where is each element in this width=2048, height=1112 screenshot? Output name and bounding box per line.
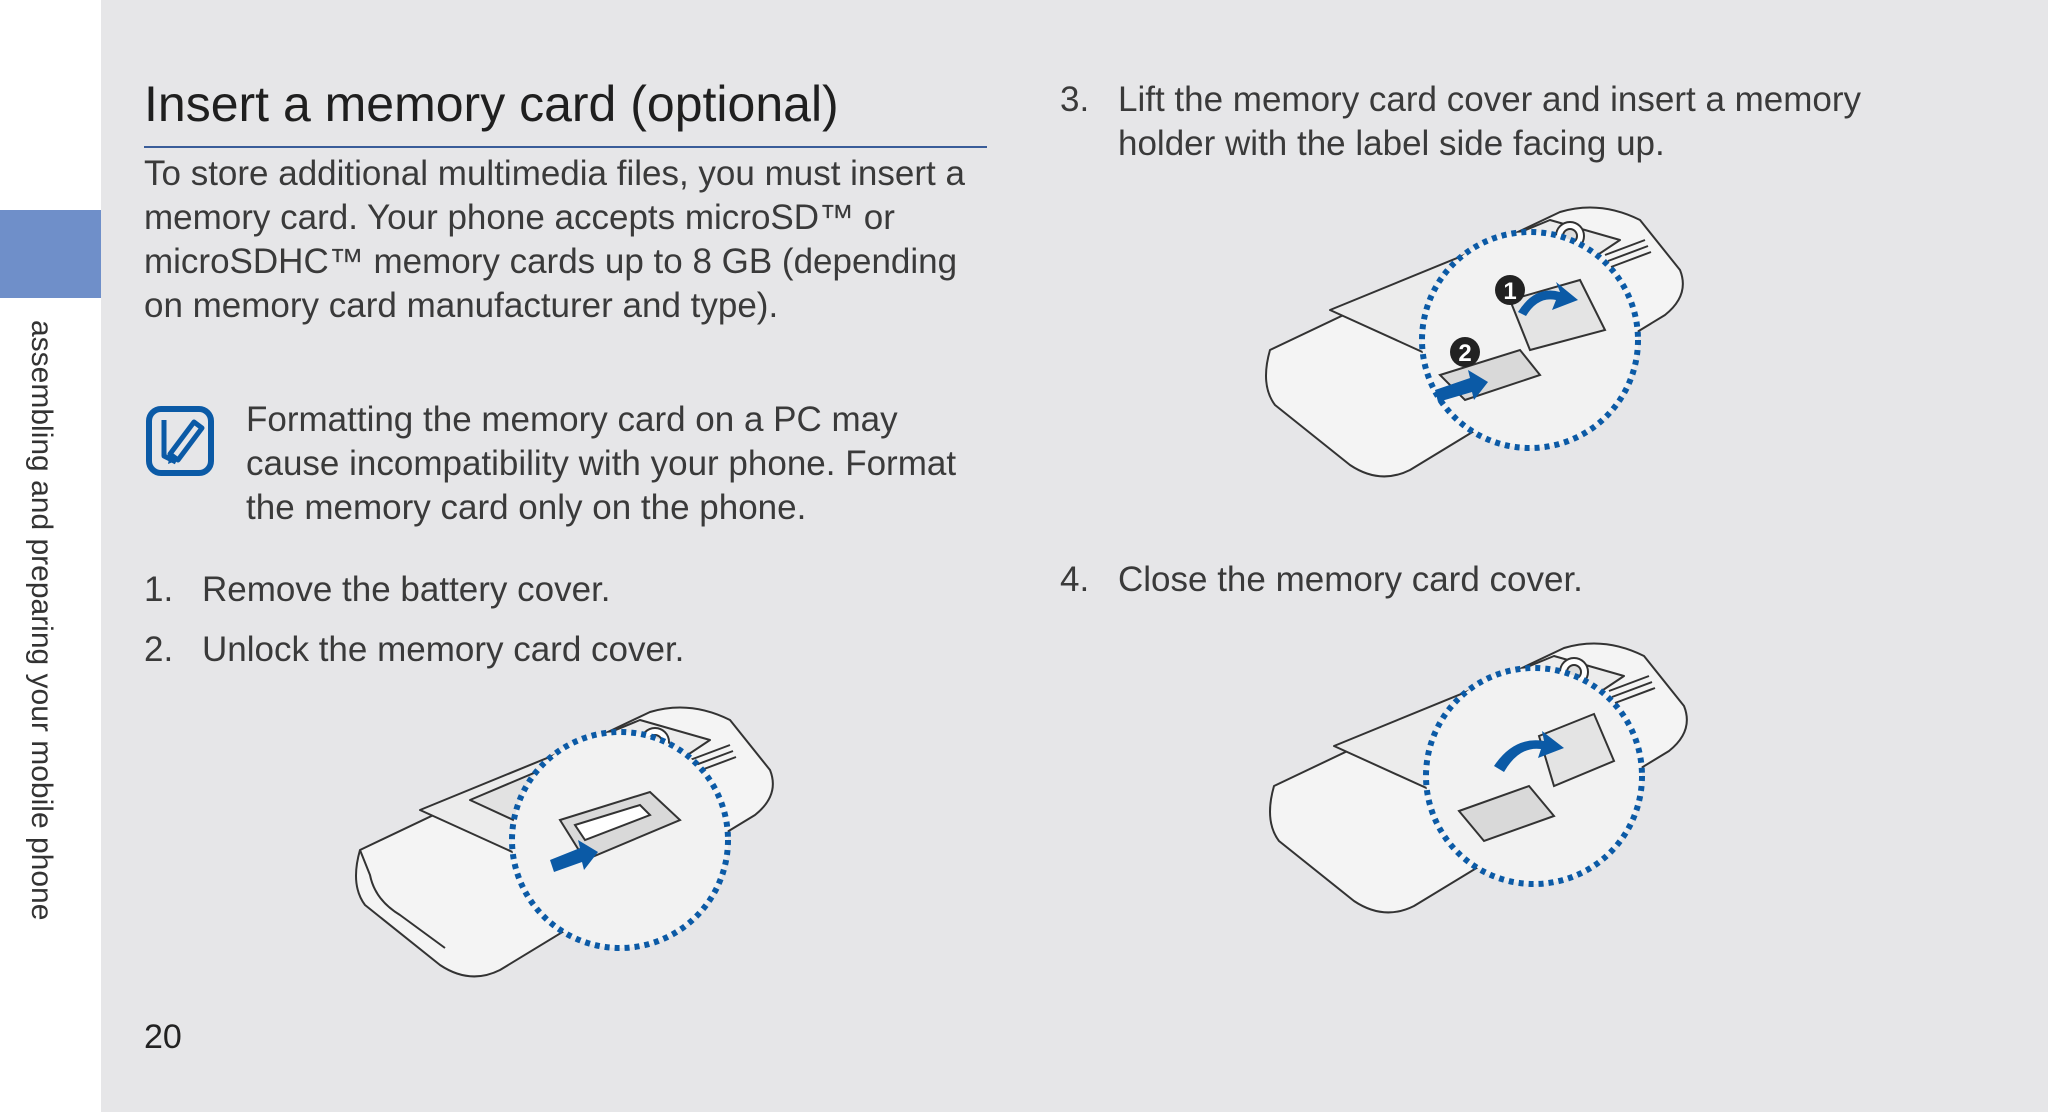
step-number: 2. (144, 630, 174, 669)
page-title: Insert a memory card (optional) (144, 72, 987, 148)
intro-paragraph: To store additional multimedia files, yo… (144, 154, 965, 325)
svg-text:1: 1 (1503, 278, 1516, 305)
note-text: Formatting the memory card on a PC may c… (246, 398, 1006, 530)
step-number: 4. (1060, 560, 1090, 599)
step-text: Remove the battery cover. (202, 570, 611, 609)
step-1: 1. Remove the battery cover. (144, 568, 944, 612)
step-text: Unlock the memory card cover. (202, 630, 685, 669)
page-number: 20 (144, 1018, 182, 1056)
step-text-line: Lift the memory card cover and insert a … (1118, 80, 1862, 119)
note-box: Formatting the memory card on a PC may c… (146, 398, 996, 528)
note-line: Formatting the memory card on a PC may (246, 400, 898, 439)
section-label: assembling and preparing your mobile pho… (25, 320, 58, 921)
note-line: the memory card only on the phone. (246, 488, 807, 527)
step-text-line: holder with the label side facing up. (1118, 124, 1665, 163)
section-tab (0, 210, 101, 298)
sidebar: assembling and preparing your mobile pho… (0, 0, 101, 1112)
step4-phone-illustration (1264, 636, 1704, 916)
step-text: Lift the memory card cover and insert a … (1118, 78, 1861, 166)
step-3: 3. Lift the memory card cover and insert… (1060, 78, 1960, 168)
svg-text:2: 2 (1458, 340, 1471, 367)
step2-phone-illustration (350, 700, 790, 980)
note-line: cause incompatibility with your phone. F… (246, 444, 957, 483)
step-4: 4. Close the memory card cover. (1060, 558, 1960, 602)
step-number: 3. (1060, 80, 1090, 119)
step-number: 1. (144, 570, 174, 609)
step3-phone-illustration: 1 2 (1260, 200, 1700, 480)
step-text: Close the memory card cover. (1118, 560, 1583, 599)
note-pencil-icon (146, 406, 214, 476)
step-2: 2. Unlock the memory card cover. (144, 628, 944, 672)
